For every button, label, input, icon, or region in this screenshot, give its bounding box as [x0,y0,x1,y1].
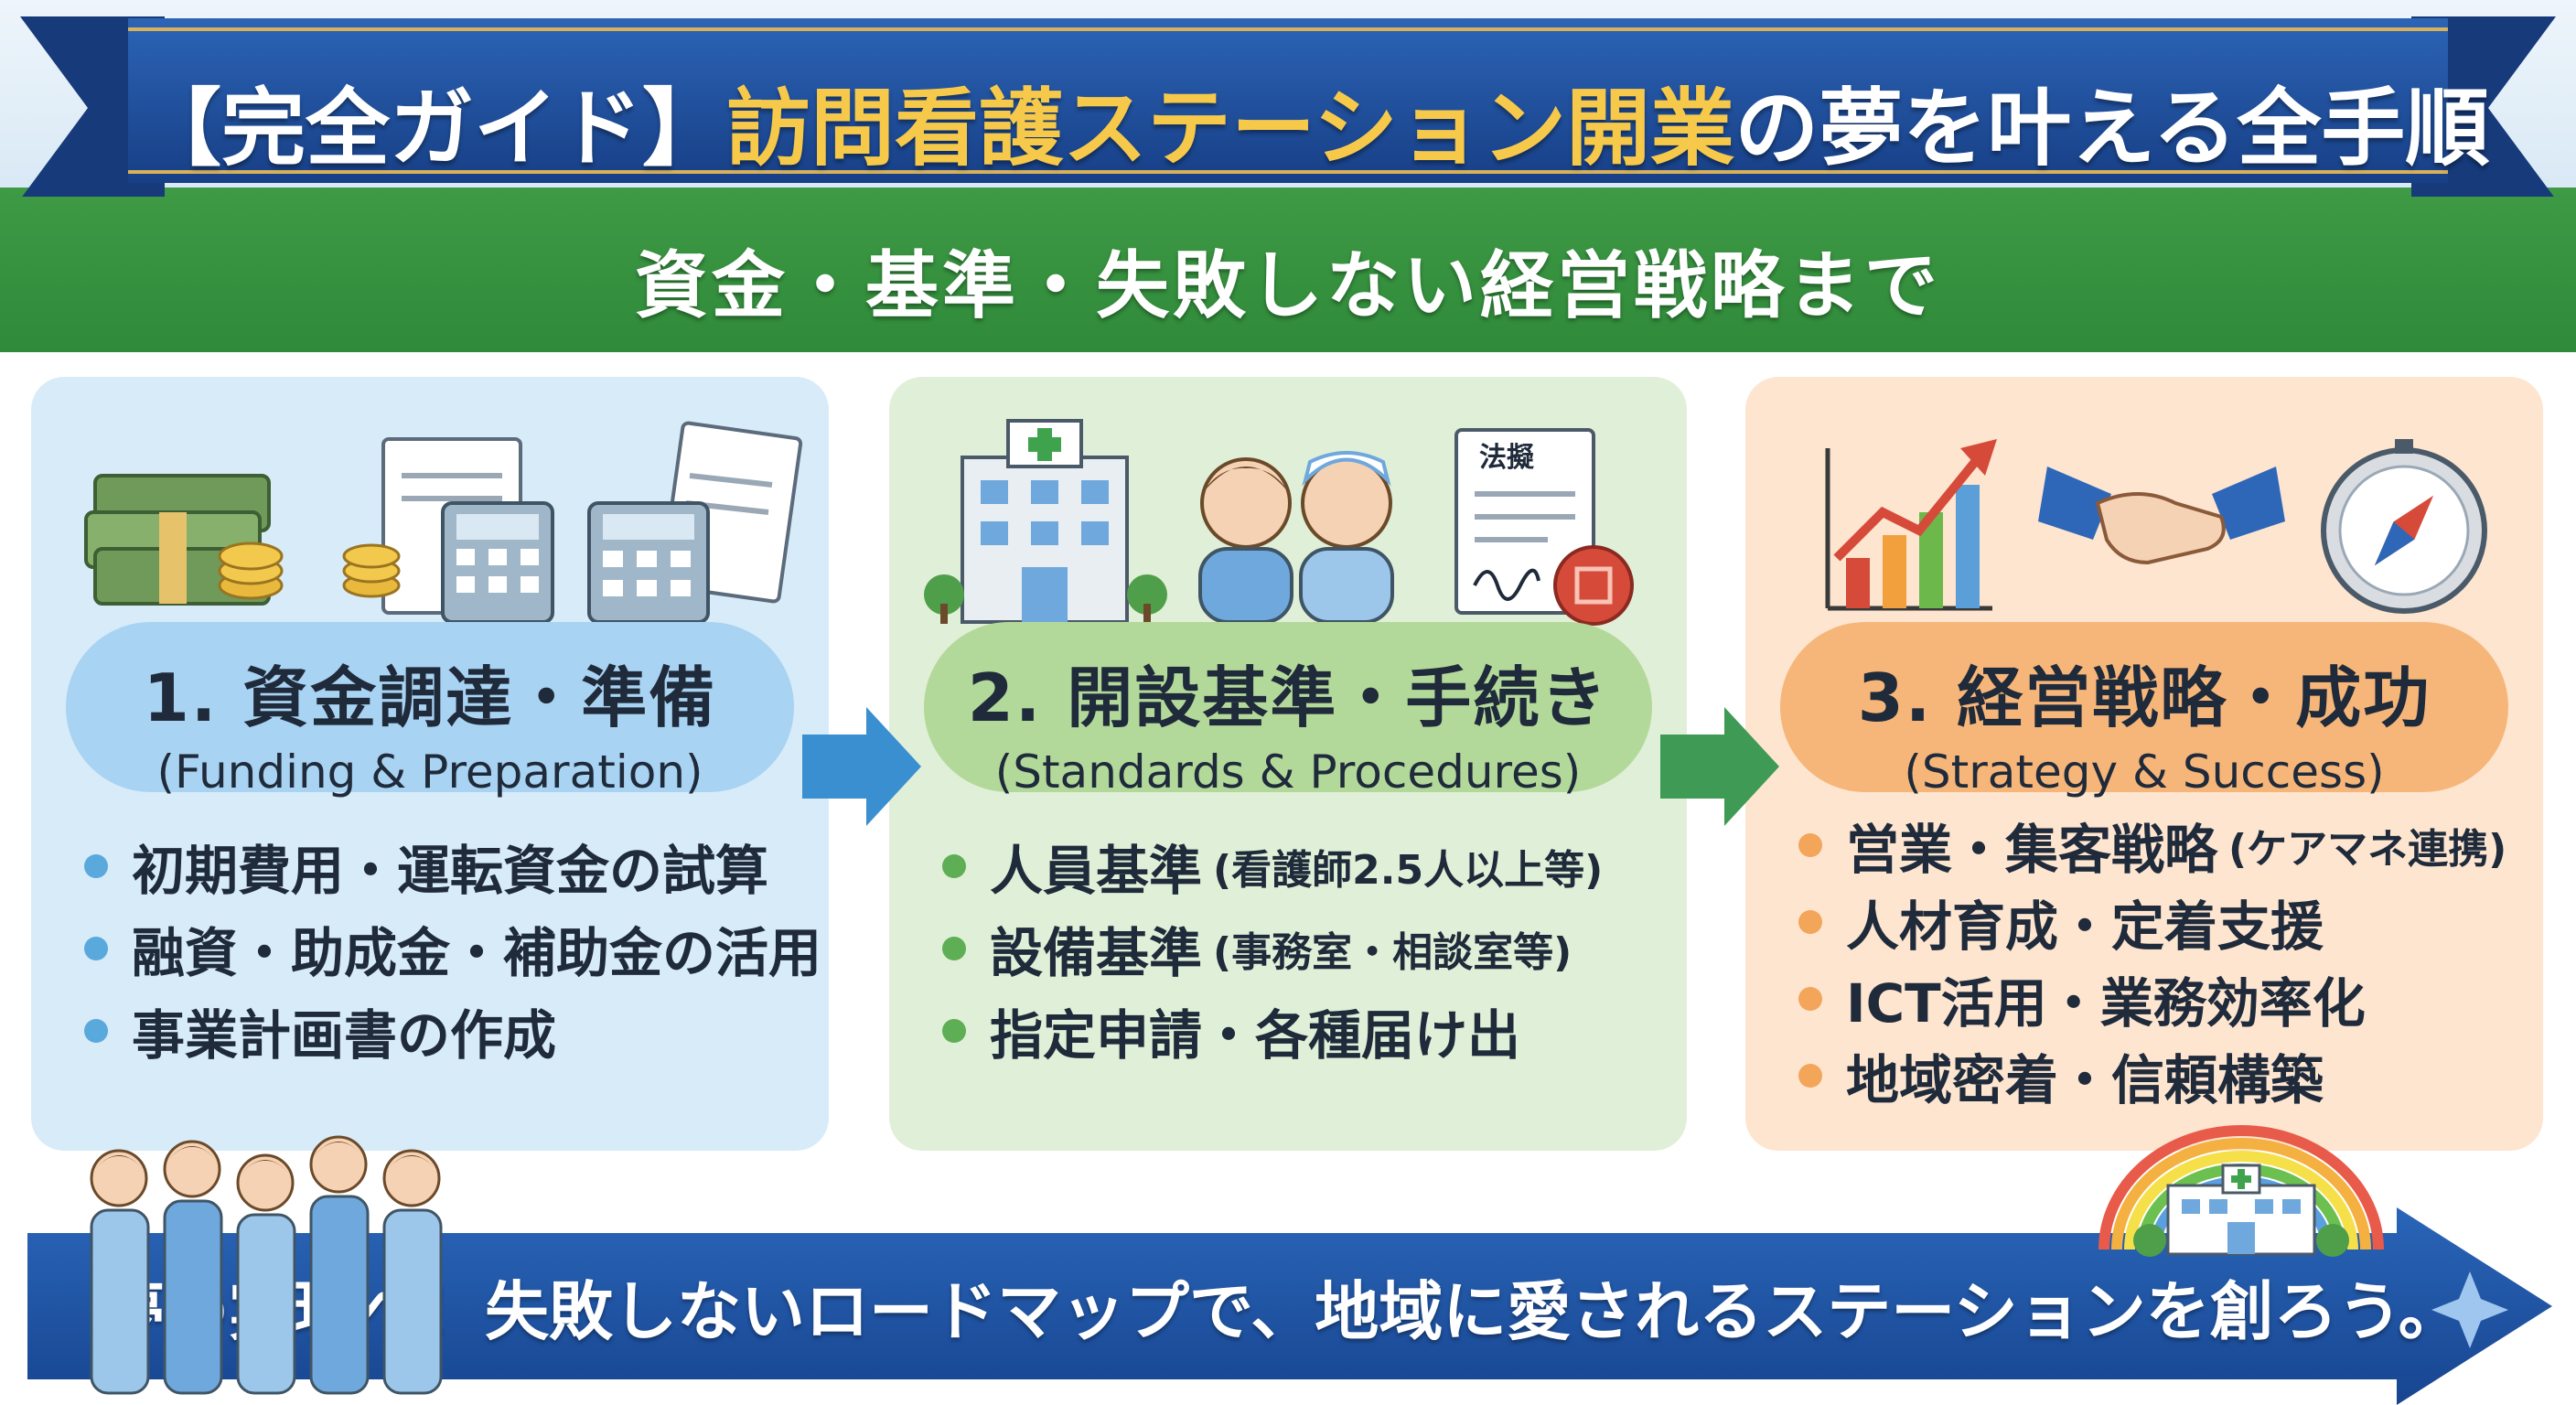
bullet-dot [942,937,966,960]
list-item: 初期費用・運転資金の試算 [84,825,821,907]
handshake-icon [2038,467,2285,565]
step-panel-standards: 法擬 2. 開設基準・手続き (Standards & Procedures) … [889,377,1687,1151]
page-title: 【完全ガイド】訪問看護ステーション開業の夢を叶える全手順 [137,80,2490,177]
footer-message: 夢の実現へ！失敗しないロードマップで、地域に愛されるステーションを創ろう。 [101,1274,2463,1349]
sparkle-icon [2431,1271,2508,1348]
list-item: 人員基準(看護師2.5人以上等) [942,825,1603,907]
flow-arrow-1-icon [802,707,921,826]
step-3-header: 3. 経営戦略・成功 (Strategy & Success) [1780,622,2508,799]
list-item: 営業・集客戦略(ケアマネ連携) [1798,807,2506,884]
step-2-icons: 法擬 [924,419,1634,626]
bullet-dot [942,1019,966,1043]
money-stack-icon [84,474,284,606]
step-1-icons [84,421,803,624]
bullet-dot [1798,910,1822,934]
bullet-dot [84,1019,108,1043]
bottom-banner [27,1207,2552,1405]
nurses-icon [1198,451,1394,624]
list-item: 人材育成・定着支援 [1798,884,2506,960]
bullet-dot [84,937,108,960]
page-subtitle: 資金・基準・失敗しない経営戦略まで [635,243,1941,328]
step-2-title: 2. 開設基準・手続き [967,660,1609,736]
bullet-dot [1798,987,1822,1011]
step-3-subtitle: (Strategy & Success) [1904,745,2385,799]
bullet-dot [942,854,966,878]
step-2-header: 2. 開設基準・手続き (Standards & Procedures) [924,622,1652,799]
bullet-dot [1798,1064,1822,1088]
step-panel-funding: 1. 資金調達・準備 (Funding & Preparation) 初期費用・… [31,377,829,1151]
step-3-title: 3. 経営戦略・成功 [1857,660,2431,736]
nurse-team-icon [90,1135,443,1395]
rainbow-station-icon [2098,1125,2384,1257]
step-2-list: 人員基準(看護師2.5人以上等) 設備基準(事務室・相談室等) 指定申請・各種届… [942,825,1603,1072]
step-3-icons [1825,439,2487,614]
step-1-title: 1. 資金調達・準備 [143,660,717,736]
list-item: 事業計画書の作成 [84,990,821,1072]
bullet-dot [84,854,108,878]
title-ribbon [20,16,2556,197]
calculator-form-icon [587,421,803,624]
list-item: 融資・助成金・補助金の活用 [84,907,821,990]
step-2-subtitle: (Standards & Procedures) [994,745,1582,799]
calculator-document-icon [342,437,554,624]
growth-chart-icon [1825,439,1997,611]
step-1-header: 1. 資金調達・準備 (Funding & Preparation) [66,622,794,799]
subtitle-band [0,188,2576,352]
step-panel-strategy: 3. 経営戦略・成功 (Strategy & Success) 営業・集客戦略(… [1745,377,2543,1151]
list-item: 設備基準(事務室・相談室等) [942,907,1603,990]
compass-icon [2321,439,2487,614]
list-item: 指定申請・各種届け出 [942,990,1603,1072]
step-1-list: 初期費用・運転資金の試算 融資・助成金・補助金の活用 事業計画書の作成 [84,825,821,1072]
document-label: 法擬 [1479,442,1534,474]
step-1-subtitle: (Funding & Preparation) [156,745,703,799]
hospital-building-icon [924,419,1167,624]
legal-document-stamp-icon: 法擬 [1454,428,1634,626]
list-item: 地域密着・信頼構築 [1798,1037,2506,1114]
list-item: ICT活用・業務効率化 [1798,960,2506,1037]
step-3-list: 営業・集客戦略(ケアマネ連携) 人材育成・定着支援 ICT活用・業務効率化 地域… [1798,807,2506,1114]
bullet-dot [1798,833,1822,857]
flow-arrow-2-icon [1660,707,1779,826]
